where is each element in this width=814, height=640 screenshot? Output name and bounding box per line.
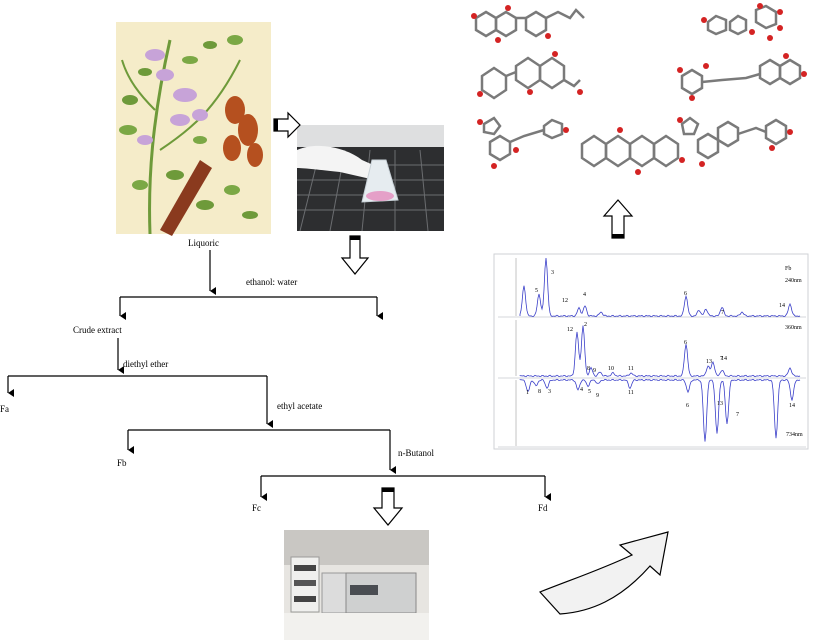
peak-label: 14 — [789, 403, 795, 409]
label-fraction-a: Fa — [0, 404, 9, 414]
peak-label: 3 — [548, 389, 551, 395]
peak-label: 7 — [736, 412, 739, 418]
arrow-up-icon — [602, 199, 634, 239]
peak-label: 2 — [584, 322, 587, 328]
wavelength-label: 240nm — [785, 278, 802, 284]
peak-label: 7 — [720, 356, 723, 362]
peak-label: 8 — [587, 366, 590, 372]
peak-label: 11 — [628, 390, 634, 396]
peak-label: 9 — [593, 368, 596, 374]
label-solvent-4: n-Butanol — [398, 448, 434, 458]
wavelength-label: 360nm — [785, 325, 802, 331]
peak-label: 5 — [535, 288, 538, 294]
molecule-structure — [477, 116, 569, 169]
wavelength-label: 734nm — [786, 432, 803, 438]
liquorice-plant-illustration — [116, 22, 271, 236]
peak-label: 7 — [721, 310, 724, 316]
hplc-instrument-photo — [284, 530, 429, 640]
peak-label: 14 — [721, 356, 727, 362]
molecule-structure — [471, 5, 585, 43]
peak-label: 12 — [567, 327, 573, 333]
label-crude-extract: Crude extract — [73, 325, 122, 335]
label-solvent-1: ethanol: water — [246, 277, 297, 287]
process-arrows — [273, 111, 669, 615]
peak-label: 8 — [538, 389, 541, 395]
curved-arrow-icon — [538, 531, 669, 615]
peak-label: 6 — [684, 291, 687, 297]
label-source: Liquoric — [188, 238, 219, 248]
label-fraction-c: Fc — [252, 503, 261, 513]
molecular-structures-panel — [471, 3, 807, 175]
peak-label: 13 — [706, 359, 712, 365]
label-solvent-2: diethyl ether — [123, 359, 168, 369]
peak-label: 1 — [526, 390, 529, 396]
peak-label: 4 — [580, 387, 583, 393]
chromatogram-trace — [519, 257, 801, 318]
molecule-structure — [701, 3, 783, 41]
peak-label: 6 — [684, 340, 687, 346]
molecule-structure — [580, 127, 685, 175]
label-fraction-d: Fd — [538, 503, 548, 513]
chromatogram-trace — [519, 378, 801, 442]
molecule-structure — [677, 116, 793, 167]
extraction-lab-photo — [297, 125, 444, 232]
arrow-down-icon — [340, 235, 370, 275]
peak-label: 3 — [551, 270, 554, 276]
flowchart-labels: Liquoric ethanol: water Crude extract di… — [0, 238, 548, 513]
peak-label: 14 — [779, 303, 785, 309]
peak-label: 12 — [562, 298, 568, 304]
peak-label: 4 — [583, 292, 586, 298]
peak-label: 11 — [628, 366, 634, 372]
peak-label: 10 — [608, 366, 614, 372]
chromatogram-fraction-label: Fb — [785, 266, 791, 272]
peak-label: 5 — [588, 389, 591, 395]
flowchart — [7, 250, 551, 501]
label-fraction-b: Fb — [117, 458, 127, 468]
molecule-structure — [477, 51, 583, 100]
molecule-structure — [677, 53, 807, 101]
label-solvent-3: ethyl acetate — [277, 401, 322, 411]
chromatogram-trace — [519, 325, 801, 378]
arrow-down-icon — [372, 487, 404, 526]
peak-label: 6 — [686, 403, 689, 409]
peak-label: 9 — [596, 393, 599, 399]
peak-label: 13 — [717, 401, 723, 407]
